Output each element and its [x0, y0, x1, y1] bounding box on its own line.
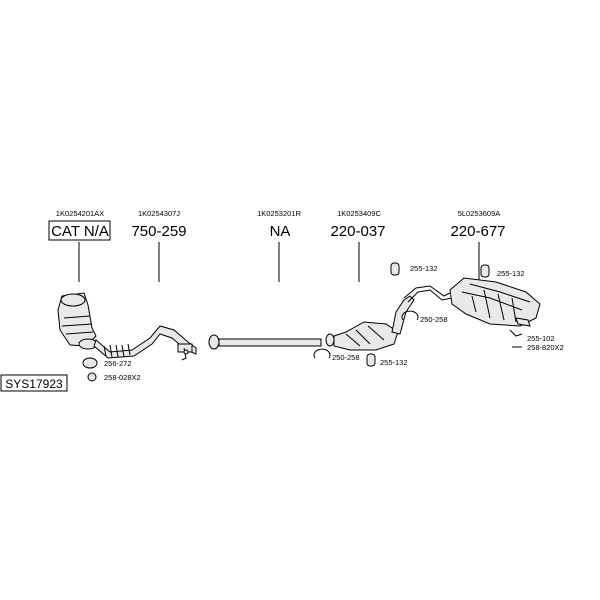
fitting-label-9[interactable]: 258-820X2: [527, 343, 564, 352]
leader-lines: [78, 242, 480, 282]
nut-icon: [87, 372, 97, 382]
fitting-label-1[interactable]: 256-272: [104, 359, 132, 368]
fitting-label-8[interactable]: 255-102: [527, 334, 555, 343]
oem-number-2: 1K0254307J: [138, 209, 180, 218]
rubber-hanger-icon-2: [480, 264, 490, 278]
rubber-hanger-icon-3: [366, 353, 376, 367]
middle-pipe[interactable]: [208, 334, 322, 350]
rubber-hanger-icon: [390, 262, 400, 276]
front-pipe[interactable]: [93, 325, 197, 361]
cat-label-box: [48, 220, 111, 241]
oem-number-4: 1K0253409C: [337, 209, 381, 218]
fitting-labels: 256-272 258-028X2 250-258 255-132 255-13…: [104, 264, 564, 382]
part-number-5[interactable]: 220-677: [450, 223, 505, 240]
oem-number-5: 5L0253609A: [458, 209, 501, 218]
gasket-icon: [82, 357, 98, 369]
oem-number-3: 1K0253201R: [257, 209, 301, 218]
rear-silencer[interactable]: [403, 277, 541, 327]
fitting-label-6[interactable]: 250-258: [332, 353, 360, 362]
part-number-1[interactable]: CAT N/A: [51, 223, 109, 240]
oem-numbers: 1K0254201AX 1K0254307J 1K0253201R 1K0253…: [56, 209, 500, 218]
part-number-4[interactable]: 220-037: [330, 223, 385, 240]
clamp-icon-2: [313, 348, 331, 359]
fitting-symbols: [82, 262, 523, 382]
fitting-label-3[interactable]: 250-258: [420, 315, 448, 324]
fitting-label-5[interactable]: 255-132: [497, 269, 525, 278]
part-numbers: CAT N/A 750-259 NA 220-037 220-677: [48, 220, 506, 241]
clamp-icon: [401, 310, 419, 321]
part-number-3[interactable]: NA: [270, 223, 291, 240]
part-number-2[interactable]: 750-259: [131, 223, 186, 240]
fitting-label-7[interactable]: 255-132: [380, 358, 408, 367]
fitting-label-4[interactable]: 255-132: [410, 264, 438, 273]
centre-silencer[interactable]: [325, 295, 415, 351]
oem-number-1: 1K0254201AX: [56, 209, 104, 218]
fitting-label-2[interactable]: 258-028X2: [104, 373, 141, 382]
system-code: SYS17923: [5, 377, 63, 391]
catalytic-converter[interactable]: [57, 292, 98, 350]
system-code-box: [0, 374, 68, 392]
bracket-icon: [509, 329, 523, 337]
